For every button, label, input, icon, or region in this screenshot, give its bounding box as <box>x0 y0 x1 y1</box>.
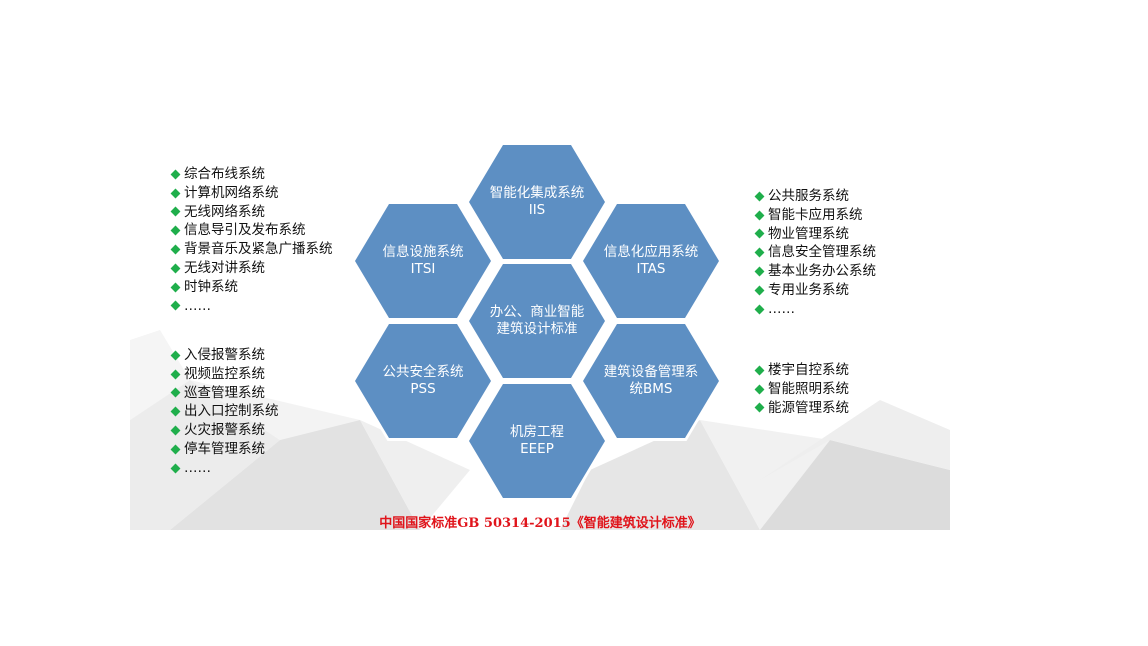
list-item-label: 信息导引及发布系统 <box>184 222 306 239</box>
list-item: 楼宇自控系统 <box>754 361 849 380</box>
diamond-bullet-icon <box>754 191 765 202</box>
diamond-bullet-icon <box>754 384 765 395</box>
list-item-label: …… <box>184 297 211 314</box>
list-item: …… <box>170 297 333 316</box>
list-item: …… <box>754 300 876 319</box>
list-item: 智能卡应用系统 <box>754 206 876 225</box>
list-item: 计算机网络系统 <box>170 184 333 203</box>
list-item: 停车管理系统 <box>170 440 279 459</box>
hex-pss-sub: PSS <box>410 381 436 397</box>
list-item-label: 无线对讲系统 <box>184 259 265 276</box>
list-item-label: …… <box>184 459 211 476</box>
diamond-bullet-icon <box>170 425 181 436</box>
diamond-bullet-icon <box>170 444 181 455</box>
list-item: 无线对讲系统 <box>170 259 333 278</box>
list-item: 能源管理系统 <box>754 399 849 418</box>
list-item: 视频监控系统 <box>170 365 279 384</box>
list-item: 巡查管理系统 <box>170 384 279 403</box>
list-item: 背景音乐及紧急广播系统 <box>170 240 333 259</box>
list-item-label: 综合布线系统 <box>184 166 265 182</box>
list-item-label: 入侵报警系统 <box>184 347 265 363</box>
list-item-label: 计算机网络系统 <box>184 184 279 201</box>
hex-bms-title: 建筑设备管理系统BMS <box>603 364 699 397</box>
diamond-bullet-icon <box>170 282 181 293</box>
list-item: 时钟系统 <box>170 278 333 297</box>
hex-eeep-sub: EEEP <box>520 441 554 457</box>
list-item-label: 物业管理系统 <box>768 225 849 242</box>
hex-itas-sub: ITAS <box>636 261 666 277</box>
hex-iis-sub: IIS <box>528 202 546 218</box>
list-item-label: 火灾报警系统 <box>184 422 265 439</box>
list-item-label: 视频监控系统 <box>184 365 265 382</box>
diamond-bullet-icon <box>754 365 765 376</box>
list-item-label: 楼宇自控系统 <box>768 362 849 378</box>
diamond-bullet-icon <box>754 266 765 277</box>
right-bottom-system-list: 楼宇自控系统智能照明系统能源管理系统 <box>754 361 849 417</box>
list-item: 基本业务办公系统 <box>754 262 876 281</box>
list-item-label: 基本业务办公系统 <box>768 263 876 280</box>
diamond-bullet-icon <box>170 301 181 311</box>
left-top-system-list: 综合布线系统计算机网络系统无线网络系统信息导引及发布系统背景音乐及紧急广播系统无… <box>170 165 333 315</box>
diamond-bullet-icon <box>754 229 765 239</box>
list-item-label: 信息安全管理系统 <box>768 244 876 261</box>
list-item: 信息安全管理系统 <box>754 243 876 262</box>
right-top-system-list: 公共服务系统智能卡应用系统物业管理系统信息安全管理系统基本业务办公系统专用业务系… <box>754 187 876 319</box>
diamond-bullet-icon <box>170 207 181 217</box>
diamond-bullet-icon <box>170 169 181 180</box>
hex-center-title: 办公、商业智能建筑设计标准 <box>489 304 585 337</box>
diamond-bullet-icon <box>170 263 181 274</box>
diamond-bullet-icon <box>754 247 765 258</box>
hex-itas: 信息化应用系统 ITAS <box>580 201 722 321</box>
list-item: 无线网络系统 <box>170 203 333 222</box>
diamond-bullet-icon <box>170 188 181 199</box>
list-item-label: 出入口控制系统 <box>184 403 279 420</box>
list-item-label: 智能照明系统 <box>768 380 849 397</box>
hex-eeep-title: 机房工程 <box>510 424 564 440</box>
list-item: …… <box>170 459 279 478</box>
list-item-label: 能源管理系统 <box>768 399 849 416</box>
list-item: 综合布线系统 <box>170 165 333 184</box>
list-item-label: 专用业务系统 <box>768 281 849 298</box>
list-item-label: 智能卡应用系统 <box>768 206 863 223</box>
hex-pss-title: 公共安全系统 <box>382 364 464 380</box>
list-item-label: 背景音乐及紧急广播系统 <box>184 241 333 258</box>
diamond-bullet-icon <box>170 406 181 417</box>
hex-bms: 建筑设备管理系统BMS <box>580 321 722 441</box>
list-item-label: 时钟系统 <box>184 278 238 295</box>
hex-iis-title: 智能化集成系统 <box>489 185 585 201</box>
diamond-bullet-icon <box>170 388 181 398</box>
hex-itsi-sub: ITSI <box>410 261 436 277</box>
diamond-bullet-icon <box>754 210 765 221</box>
list-item-label: …… <box>768 300 795 317</box>
list-item: 火灾报警系统 <box>170 421 279 440</box>
diamond-bullet-icon <box>170 350 181 361</box>
diamond-bullet-icon <box>170 244 181 255</box>
list-item: 智能照明系统 <box>754 380 849 399</box>
hex-itsi-title: 信息设施系统 <box>382 244 464 260</box>
hex-itas-title: 信息化应用系统 <box>603 244 699 260</box>
diamond-bullet-icon <box>754 304 765 315</box>
standard-footnote: 中国国家标准GB 50314-2015《智能建筑设计标准》 <box>379 516 701 531</box>
list-item-label: 停车管理系统 <box>184 440 265 457</box>
list-item: 物业管理系统 <box>754 225 876 244</box>
list-item-label: 无线网络系统 <box>184 203 265 220</box>
list-item: 公共服务系统 <box>754 187 876 206</box>
diamond-bullet-icon <box>170 463 181 474</box>
list-item: 信息导引及发布系统 <box>170 221 333 240</box>
diamond-bullet-icon <box>170 369 181 380</box>
diamond-bullet-icon <box>754 403 765 413</box>
diamond-bullet-icon <box>754 285 765 296</box>
diamond-bullet-icon <box>170 225 181 236</box>
list-item-label: 公共服务系统 <box>768 188 849 204</box>
list-item-label: 巡查管理系统 <box>184 384 265 401</box>
left-bottom-system-list: 入侵报警系统视频监控系统巡查管理系统出入口控制系统火灾报警系统停车管理系统 …… <box>170 346 279 478</box>
list-item: 出入口控制系统 <box>170 402 279 421</box>
list-item: 专用业务系统 <box>754 281 876 300</box>
list-item: 入侵报警系统 <box>170 346 279 365</box>
